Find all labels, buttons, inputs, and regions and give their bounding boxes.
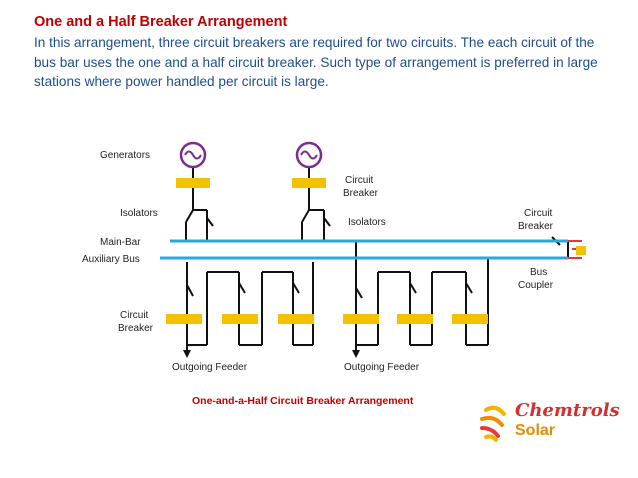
label-generators: Generators bbox=[100, 150, 150, 161]
label-bus-coupler-1: Bus bbox=[530, 267, 547, 278]
label-auxiliary-bus: Auxiliary Bus bbox=[82, 254, 140, 265]
breaker-feeder-6 bbox=[452, 314, 488, 324]
label-outgoing-feeder-left: Outgoing Feeder bbox=[172, 362, 248, 373]
label-bus-coupler-2: Coupler bbox=[518, 280, 554, 291]
breaker-feeder-2 bbox=[222, 314, 258, 324]
label-isolators-mid: Isolators bbox=[348, 217, 386, 228]
breaker-bus-coupler bbox=[576, 246, 586, 255]
label-main-bar: Main-Bar bbox=[100, 237, 141, 248]
label-circuit-breaker-left-2: Breaker bbox=[118, 323, 154, 334]
label-circuit-breaker-right-1: Circuit bbox=[524, 208, 553, 219]
logo-brand-sub: Solar bbox=[515, 422, 556, 439]
breaker-gen-2 bbox=[292, 178, 326, 188]
sun-burst-icon bbox=[480, 405, 506, 442]
breaker-feeder-3 bbox=[278, 314, 314, 324]
label-outgoing-feeder-right: Outgoing Feeder bbox=[344, 362, 420, 373]
label-circuit-breaker-top-2: Breaker bbox=[343, 188, 379, 199]
label-isolators-left: Isolators bbox=[120, 208, 158, 219]
slide-body-text: In this arrangement, three circuit break… bbox=[34, 35, 598, 89]
breaker-feeder-4 bbox=[343, 314, 379, 324]
label-circuit-breaker-left-1: Circuit bbox=[120, 310, 149, 321]
label-circuit-breaker-right-2: Breaker bbox=[518, 221, 554, 232]
diagram-caption: One-and-a-Half Circuit Breaker Arrangeme… bbox=[192, 395, 414, 407]
breaker-gen-1 bbox=[176, 178, 210, 188]
slide-title: One and a Half Breaker Arrangement bbox=[34, 14, 288, 30]
breaker-feeder-5 bbox=[397, 314, 433, 324]
chemtrols-solar-logo: Chemtrols Solar bbox=[478, 400, 628, 445]
logo-brand-name: Chemtrols bbox=[515, 400, 620, 421]
breaker-feeder-1 bbox=[166, 314, 202, 324]
label-circuit-breaker-top-1: Circuit bbox=[345, 175, 374, 186]
